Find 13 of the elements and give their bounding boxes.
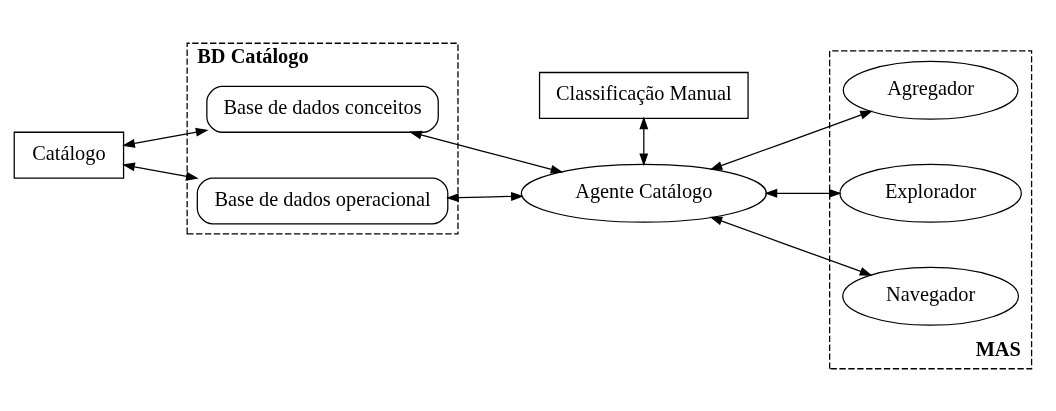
- node-box: Catálogo: [13, 131, 125, 179]
- node-box: Classificação Manual: [538, 71, 749, 119]
- node-box: Base de dados operacional: [196, 176, 449, 224]
- arrow: [639, 116, 649, 166]
- arrow: [764, 188, 842, 198]
- arrow: [709, 216, 873, 276]
- arrow: [709, 110, 873, 170]
- arrow: [446, 191, 524, 202]
- arrow: [409, 130, 564, 174]
- node-box: Base de dados conceitos: [206, 85, 439, 133]
- arrow: [122, 127, 209, 148]
- arrow: [122, 162, 199, 181]
- node-ellipse: Explorador: [839, 163, 1022, 223]
